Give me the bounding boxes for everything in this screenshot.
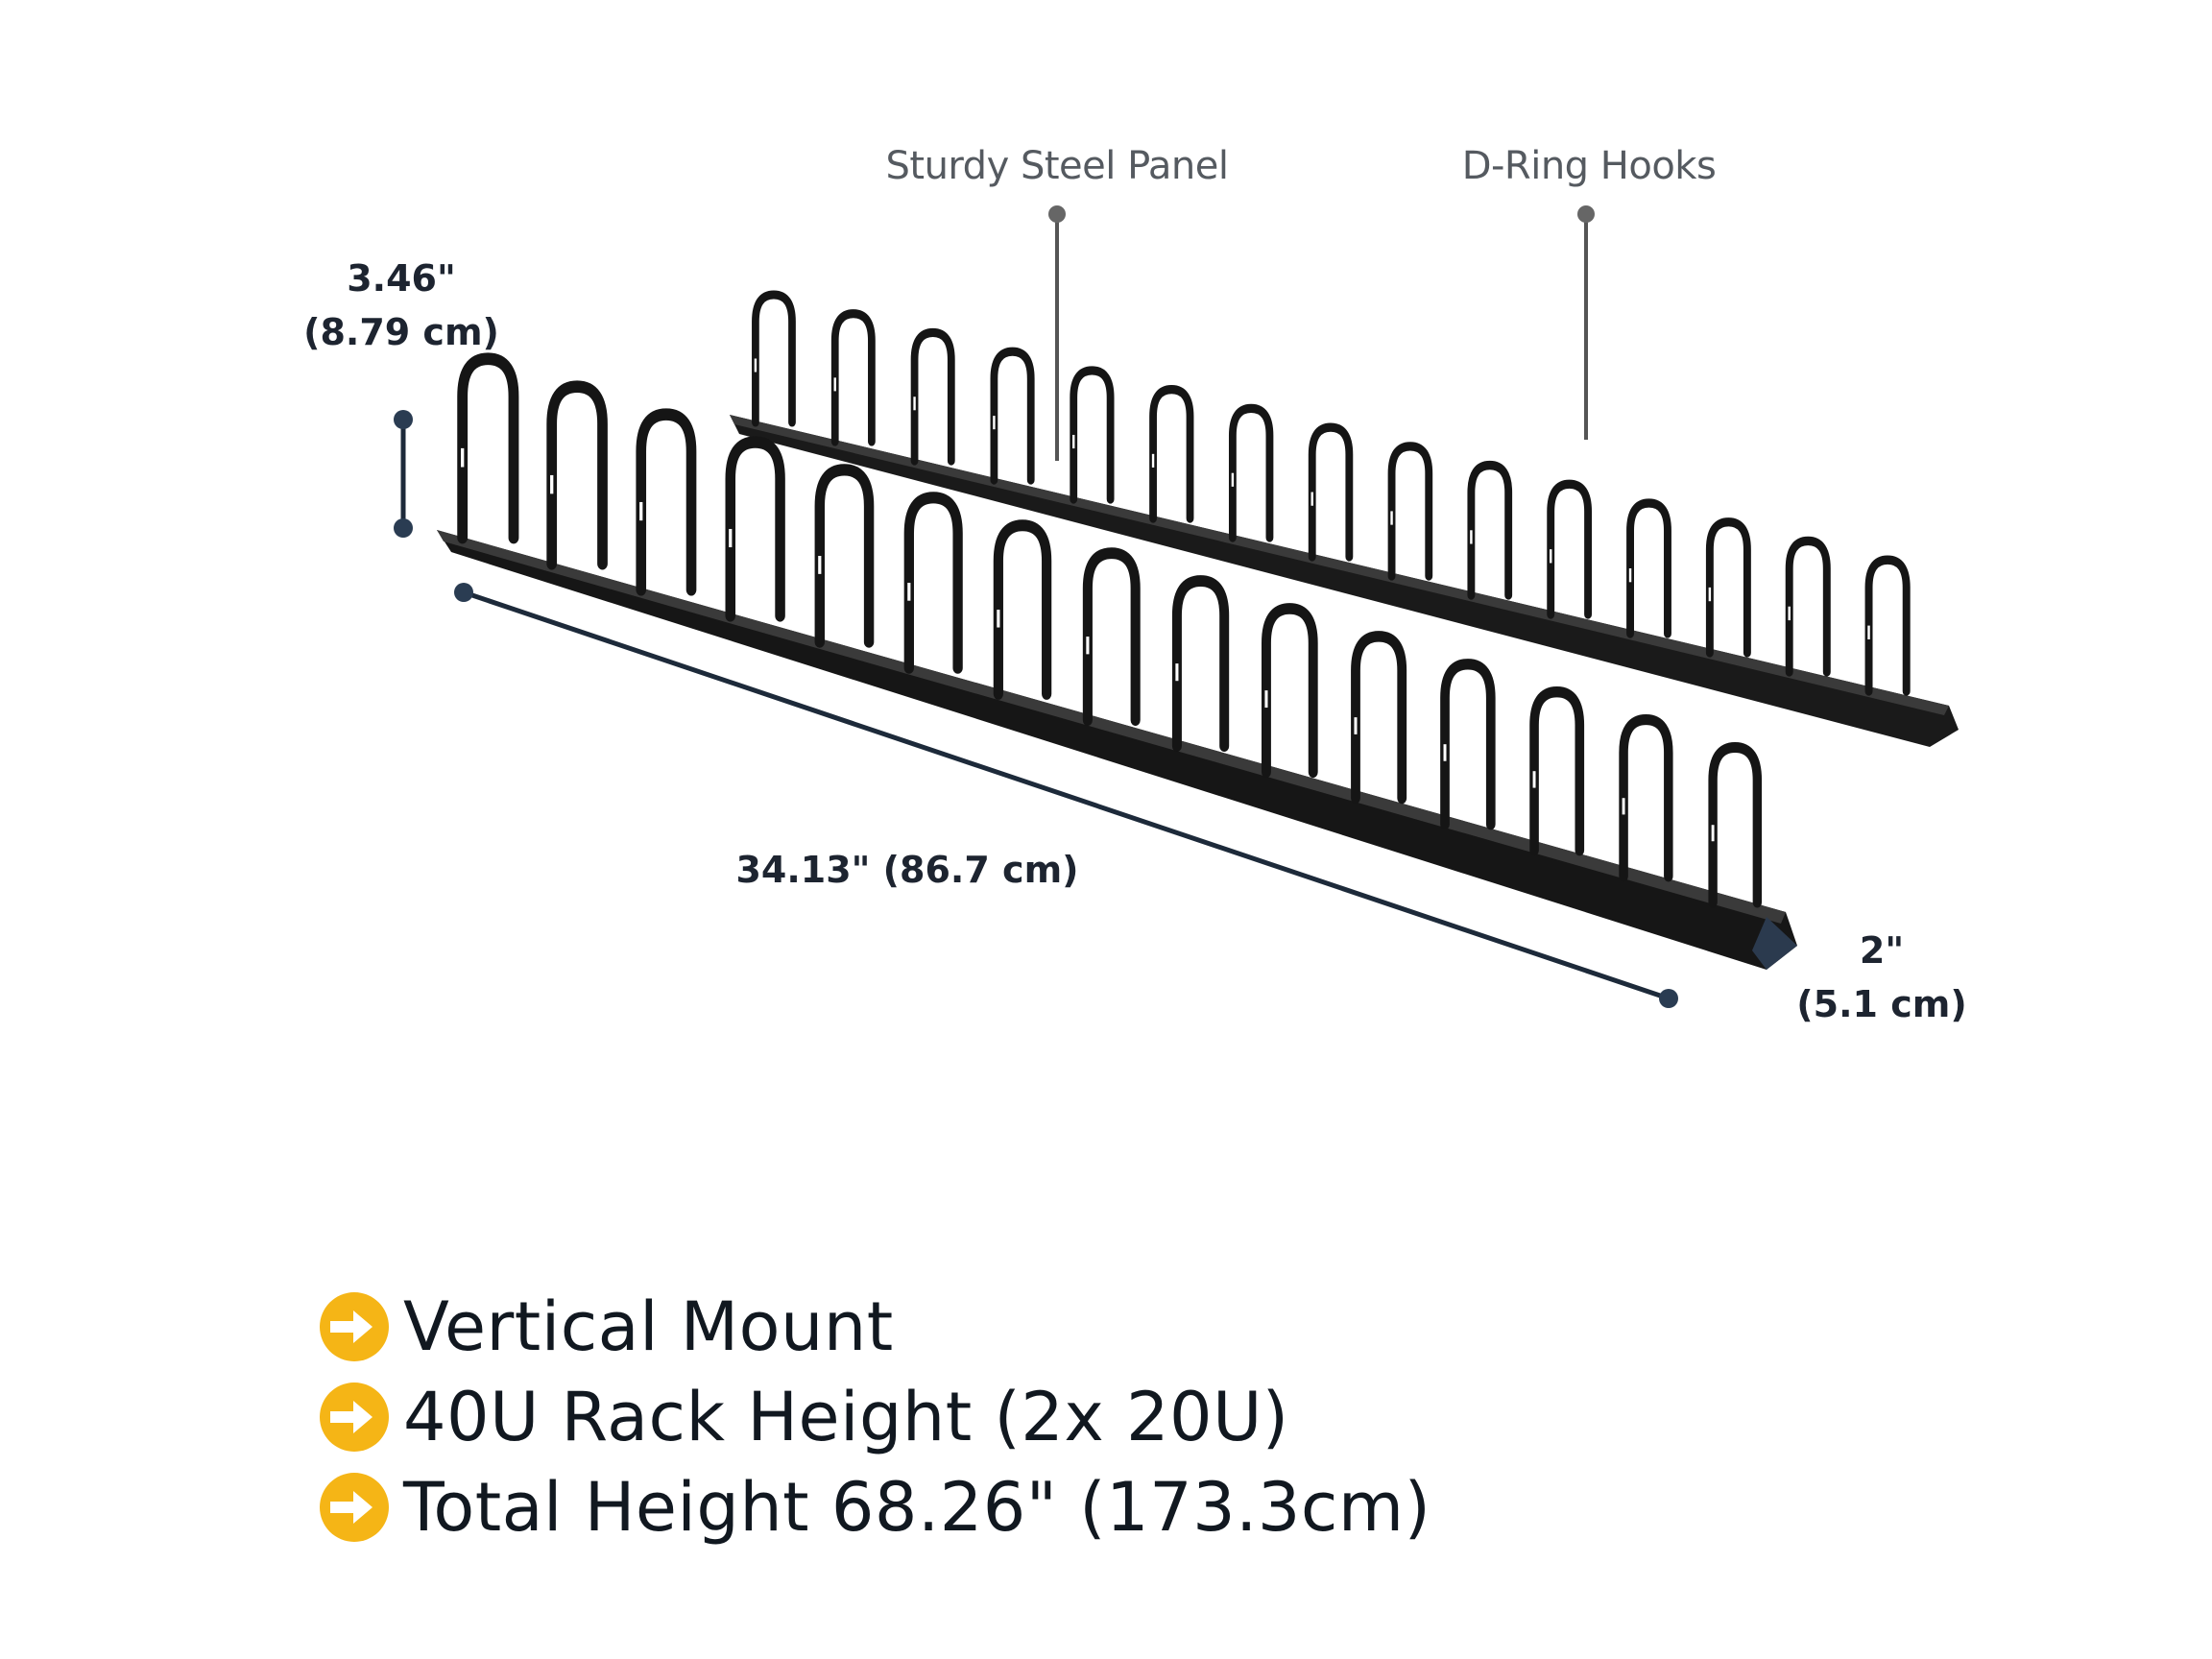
d-ring-hook bbox=[1177, 581, 1224, 746]
d-ring-hook bbox=[731, 443, 781, 616]
back-cable-bar bbox=[730, 295, 1959, 747]
d-ring-hook bbox=[1088, 553, 1136, 720]
feature-item: Vertical Mount bbox=[317, 1282, 1431, 1372]
d-ring-hook bbox=[1630, 503, 1668, 634]
feature-item: Total Height 68.26" (173.3cm) bbox=[317, 1462, 1431, 1552]
feature-item: 40U Rack Height (2x 20U) bbox=[317, 1372, 1431, 1462]
feature-label: Total Height 68.26" (173.3cm) bbox=[403, 1468, 1431, 1547]
d-ring-callout-pointer bbox=[1577, 205, 1595, 440]
width-inches: 2" bbox=[1859, 929, 1905, 972]
arrow-circle-right-icon bbox=[320, 1473, 389, 1542]
front-cable-bar bbox=[437, 359, 1797, 970]
length-dimension: 34.13" (86.7 cm) bbox=[735, 849, 1079, 891]
hook-height-dimension: 3.46" (8.79 cm) bbox=[303, 252, 499, 359]
d-ring-hook bbox=[1153, 390, 1190, 518]
d-ring-hook bbox=[1356, 637, 1402, 799]
d-ring-hook bbox=[994, 351, 1030, 480]
d-ring-hook bbox=[1233, 408, 1270, 538]
d-ring-hook bbox=[909, 497, 958, 667]
feature-label: 40U Rack Height (2x 20U) bbox=[403, 1378, 1289, 1456]
d-ring-hook bbox=[1623, 720, 1669, 877]
d-ring-hook bbox=[1445, 664, 1491, 825]
d-ring-hook bbox=[1073, 371, 1110, 499]
d-ring-hook bbox=[1710, 522, 1747, 653]
width-dimension: 2" (5.1 cm) bbox=[1796, 924, 1966, 1031]
d-ring-hook bbox=[835, 314, 872, 442]
d-ring-hook bbox=[1869, 560, 1907, 691]
d-ring-hook bbox=[463, 359, 514, 538]
d-ring-hook bbox=[1312, 427, 1350, 557]
feature-list: Vertical Mount 40U Rack Height (2x 20U) … bbox=[317, 1282, 1431, 1552]
d-ring-hook bbox=[1790, 541, 1827, 672]
d-ring-hook bbox=[998, 525, 1046, 694]
hook-height-inches: 3.46" bbox=[347, 257, 456, 300]
d-ring-callout-label: D-Ring Hooks bbox=[1461, 144, 1717, 188]
d-ring-hook bbox=[756, 295, 792, 422]
steel-panel-callout-pointer bbox=[1048, 205, 1066, 461]
arrow-circle-right-icon bbox=[320, 1292, 389, 1361]
arrow-circle-right-icon bbox=[320, 1382, 389, 1452]
d-ring-hook bbox=[1551, 484, 1588, 614]
d-ring-hook bbox=[820, 469, 869, 641]
steel-panel-callout-label: Sturdy Steel Panel bbox=[885, 144, 1229, 188]
d-ring-hook bbox=[1471, 466, 1508, 595]
d-ring-hook bbox=[1266, 609, 1313, 772]
d-ring-hook bbox=[915, 332, 951, 461]
d-ring-hook bbox=[552, 387, 603, 564]
d-ring-hook bbox=[1534, 692, 1579, 851]
d-ring-hook bbox=[641, 415, 691, 590]
feature-label: Vertical Mount bbox=[403, 1287, 894, 1366]
hook-height-cm: (8.79 cm) bbox=[303, 311, 499, 353]
height-dimension-line bbox=[394, 410, 413, 538]
width-cm: (5.1 cm) bbox=[1796, 983, 1967, 1025]
length-dimension-line bbox=[454, 583, 1678, 1008]
d-ring-hook bbox=[1713, 748, 1757, 903]
d-ring-hook bbox=[1392, 446, 1430, 576]
